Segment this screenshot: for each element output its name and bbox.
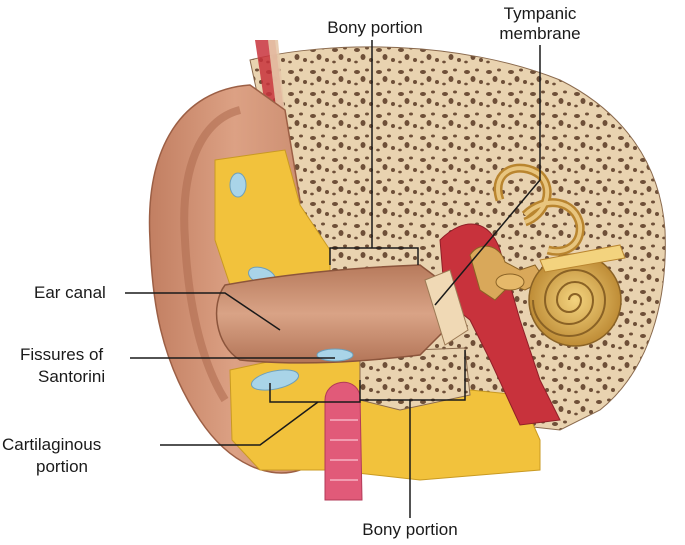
label-ear-canal: Ear canal	[34, 283, 106, 302]
middle-ear-cavity	[439, 223, 561, 426]
gland	[324, 381, 363, 501]
label-cartilaginous-line1: Cartilaginous	[2, 435, 102, 454]
label-tympanic-membrane-line2: membrane	[499, 24, 581, 43]
label-tympanic-membrane-line1: Tympanic	[503, 4, 577, 23]
fissure-upper	[229, 172, 247, 198]
label-bony-portion-bottom: Bony portion	[362, 520, 458, 539]
label-cartilaginous-line2: portion	[36, 457, 88, 476]
fissure-santorini-1	[316, 348, 354, 362]
nerve	[539, 244, 626, 273]
label-fissures-line2: Santorini	[38, 367, 106, 386]
tympanic-membrane	[424, 269, 469, 346]
leader-lines	[125, 40, 541, 518]
ear-canal	[215, 264, 446, 364]
fissure-santorini-2	[250, 369, 300, 391]
label-fissures-line1: Fissures of	[20, 345, 104, 364]
label-bony-portion-top: Bony portion	[327, 18, 423, 37]
